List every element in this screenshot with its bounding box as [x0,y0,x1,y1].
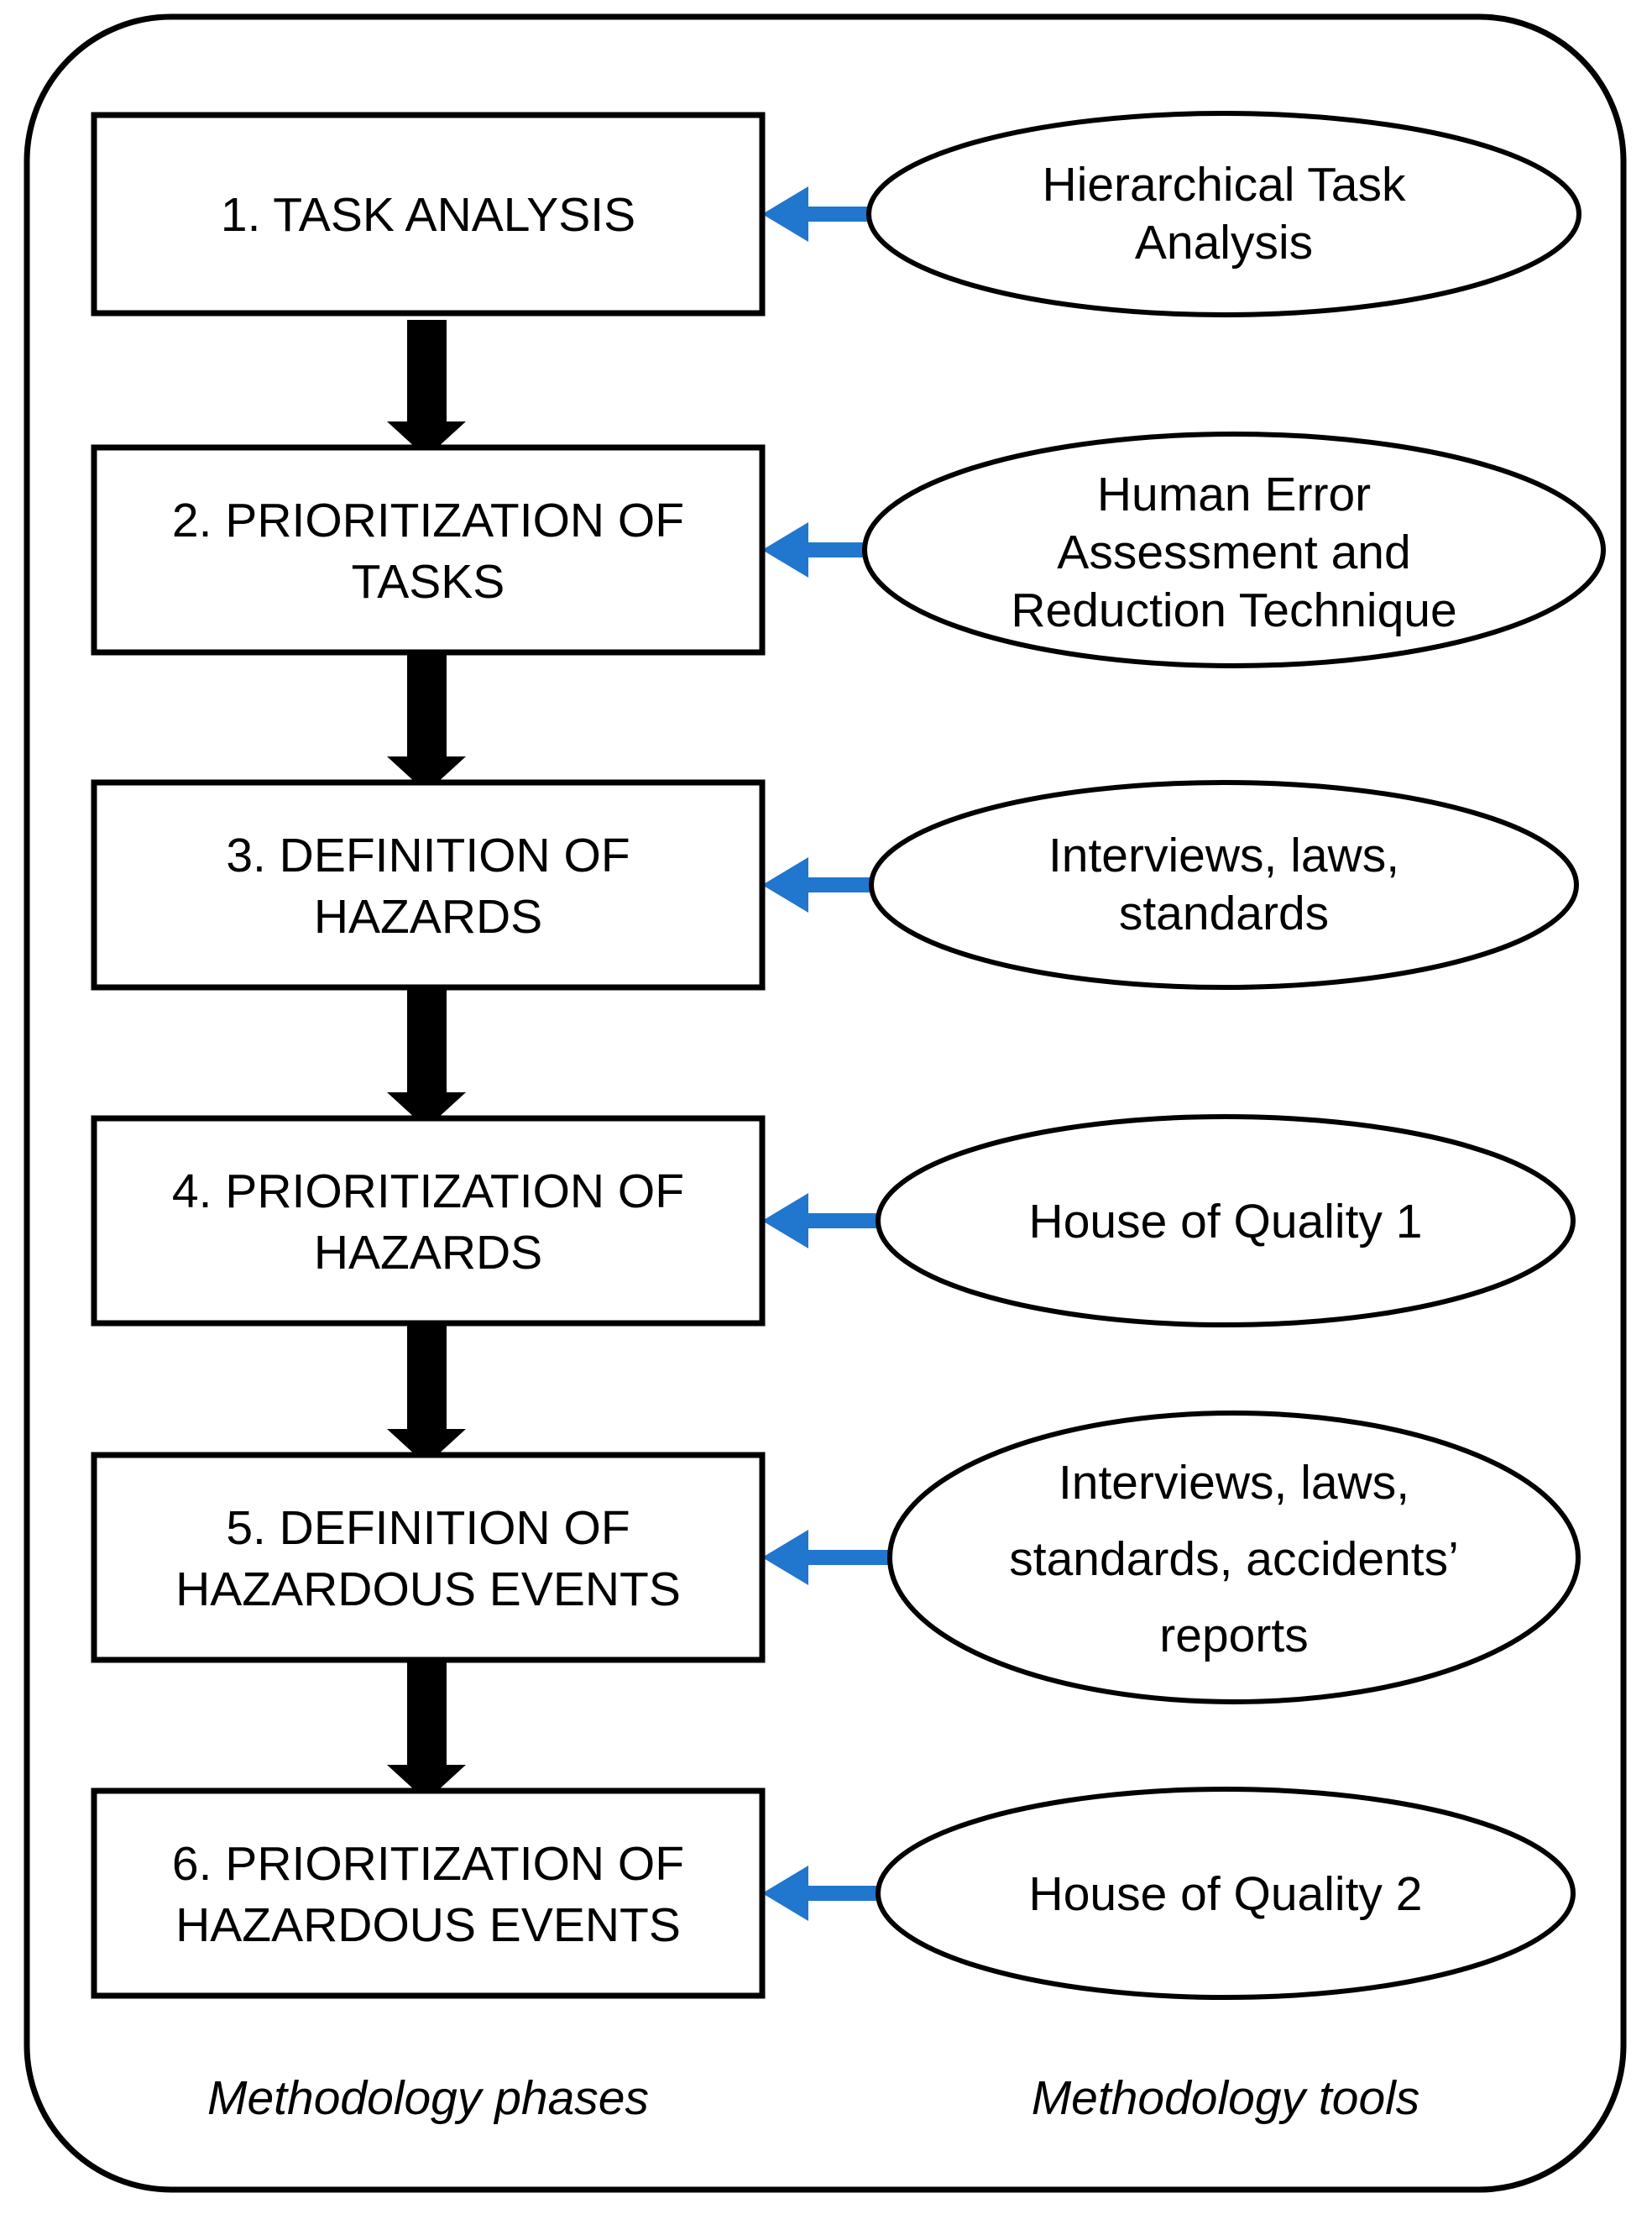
phase-box-1[interactable]: 1. TASK ANALYSIS [91,112,766,317]
tool-ellipse-4-line-1: House of Quality 1 [1029,1195,1423,1248]
tool-ellipse-5[interactable]: Interviews, laws, standards, accidents’ … [887,1411,1581,1704]
phase-box-5-line-1: 5. DEFINITION OF [226,1501,630,1555]
phase-box-6[interactable]: 6. PRIORITIZATION OF HAZARDOUS EVENTS [91,1787,766,1999]
tool-ellipse-3-line-2: standards [1119,887,1329,940]
phase-box-1-line-1: 1. TASK ANALYSIS [221,188,635,242]
tool-ellipse-3[interactable]: Interviews, laws, standards [869,780,1579,990]
phase-box-6-line-2: HAZARDOUS EVENTS [175,1898,681,1952]
tool-ellipse-5-line-3: reports [1159,1609,1308,1662]
phase-box-2-line-2: TASKS [352,555,505,609]
tool-ellipse-3-line-1: Interviews, laws, [1048,829,1399,882]
phase-box-4[interactable]: 4. PRIORITIZATION OF HAZARDS [91,1115,766,1327]
flow-arrow-1-to-2 [387,320,466,458]
phase-box-4-line-2: HAZARDS [314,1226,542,1280]
tool-ellipse-4[interactable]: House of Quality 1 [876,1114,1576,1327]
tool-ellipse-2[interactable]: Human Error Assessment and Reduction Tec… [862,432,1606,668]
caption-methodology-phases: Methodology phases [207,2071,649,2125]
blue-arrow-tool-5 [762,1530,913,1585]
tool-ellipse-2-line-1: Human Error [1097,468,1371,521]
tool-ellipse-6-line-1: House of Quality 2 [1029,1867,1423,1921]
tool-ellipse-2-line-2: Assessment and [1057,526,1410,579]
phase-box-5-line-2: HAZARDOUS EVENTS [175,1562,681,1616]
flow-connectors [387,320,466,1801]
caption-methodology-tools: Methodology tools [1032,2071,1420,2125]
phase-box-4-line-1: 4. PRIORITIZATION OF [172,1165,684,1218]
tool-ellipse-5-line-1: Interviews, laws, [1059,1456,1409,1510]
tool-ellipses: Hierarchical Task Analysis Human Error A… [862,111,1606,2000]
phase-box-3-line-2: HAZARDS [314,890,542,944]
tool-ellipse-1-line-1: Hierarchical Task [1043,158,1406,212]
tool-ellipse-2-line-3: Reduction Technique [1011,584,1456,637]
tool-ellipse-1-line-2: Analysis [1135,216,1313,270]
phase-box-3-line-1: 3. DEFINITION OF [226,829,630,882]
flow-arrow-3-to-4 [387,987,466,1128]
tool-ellipse-5-line-2: standards, accidents’ [1009,1532,1458,1586]
tool-ellipse-1[interactable]: Hierarchical Task Analysis [866,111,1581,317]
phase-box-5[interactable]: 5. DEFINITION OF HAZARDOUS EVENTS [91,1452,766,1663]
flow-arrow-5-to-6 [387,1660,466,1801]
phase-box-2-line-1: 2. PRIORITIZATION OF [172,494,684,547]
flow-arrow-4-to-5 [387,1323,466,1465]
phase-box-2[interactable]: 2. PRIORITIZATION OF TASKS [91,444,766,656]
phase-box-3[interactable]: 3. DEFINITION OF HAZARDS [91,779,766,991]
flow-arrow-2-to-3 [387,652,466,793]
phase-boxes: 1. TASK ANALYSIS 2. PRIORITIZATION OF TA… [91,112,766,1999]
tool-ellipse-6[interactable]: House of Quality 2 [876,1787,1576,2000]
phase-box-6-line-1: 6. PRIORITIZATION OF [172,1837,684,1891]
